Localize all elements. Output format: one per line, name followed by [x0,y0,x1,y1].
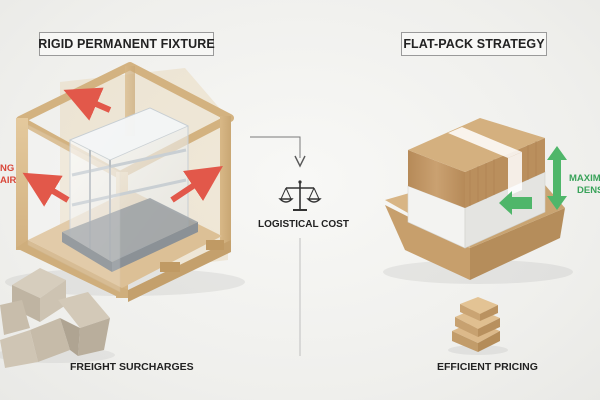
efficient-pricing-caption: EFFICIENT PRICING [437,361,538,373]
freight-surcharges-caption: FREIGHT SURCHARGES [70,361,194,373]
left-panel-title: RIGID PERMANENT FIXTURE [38,32,215,56]
wooden-crate-illustration [5,62,245,302]
scale-icon [278,180,322,211]
green-arrow-vertical [547,146,567,210]
right-panel-title: FLAT-PACK STRATEGY [401,32,547,56]
logistical-cost-label: LOGISTICAL COST [258,219,349,230]
left-side-text-line2: AIR [0,175,17,186]
center-flow-lines [250,136,306,356]
red-arrow-top [63,87,112,121]
right-side-text-line2: DENSI [577,185,600,196]
green-arrow-left [499,191,532,215]
left-side-text: NG AIR [0,163,17,187]
damaged-boxes-illustration [0,268,115,368]
right-side-text-line1: MAXIMI [569,173,600,184]
red-arrow-right [170,166,223,203]
right-side-text: MAXIMI DENSI [569,173,600,197]
flat-pack-box-illustration [383,118,573,284]
red-arrow-left [22,172,70,207]
stacked-boxes-illustration [448,297,508,355]
left-side-text-line1: NG [0,163,15,174]
